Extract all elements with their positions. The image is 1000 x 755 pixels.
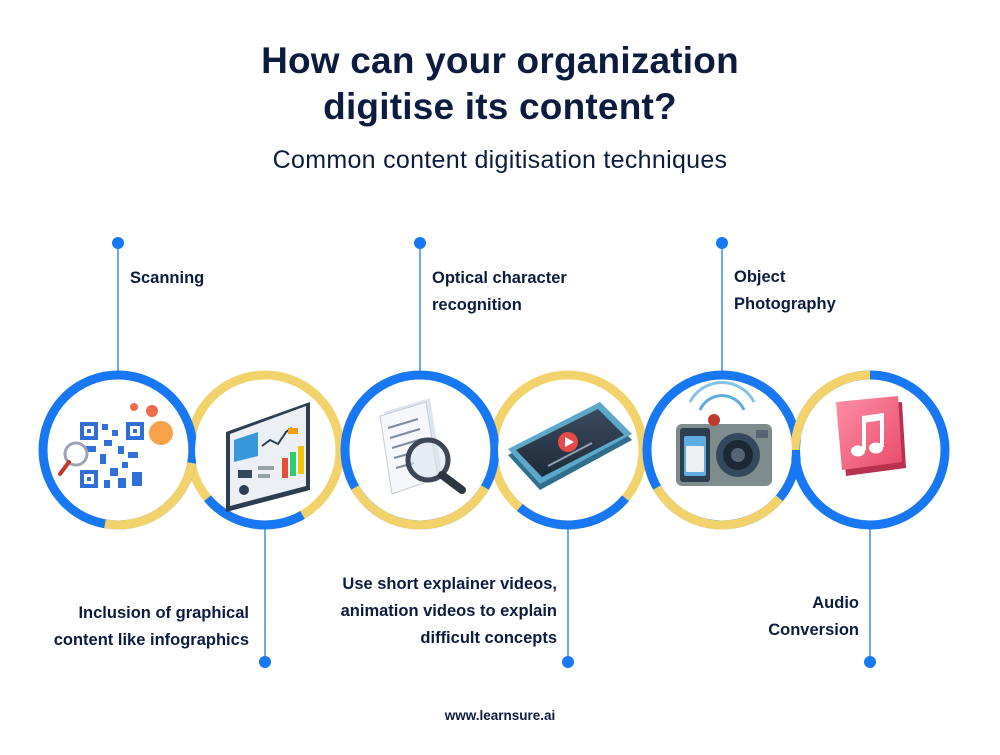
label-ocr-line-2: recognition: [432, 296, 522, 314]
label-scanning-line-1: Scanning: [130, 269, 205, 287]
label-videos: Use short explainer videos, animation vi…: [341, 571, 557, 652]
music-note-icon: [836, 396, 906, 476]
connector-dot-audio: [864, 656, 876, 668]
page-title: How can your organization digitise its c…: [0, 38, 1000, 130]
label-infographics-line-2: content like infographics: [53, 631, 249, 649]
ring-audio-accent: [790, 370, 871, 451]
label-photography: Object Photography: [734, 264, 836, 318]
label-audio-line-2: Conversion: [768, 621, 859, 639]
label-videos-line-3: difficult concepts: [420, 629, 557, 647]
infographic-board-icon: [226, 402, 310, 512]
ring-photography-accent: [653, 485, 783, 530]
qr-scan-icon: [58, 403, 173, 490]
label-photography-line-1: Object: [734, 268, 786, 286]
camera-icon: [676, 380, 772, 486]
label-infographics-line-1: Inclusion of graphical: [78, 604, 249, 622]
connector-dot-infographics: [259, 656, 271, 668]
label-audio-line-1: Audio: [812, 594, 859, 612]
ring-infographics-accent: [204, 495, 305, 530]
connectors: [112, 237, 876, 668]
ring-chain: [38, 370, 950, 530]
page-subtitle: Common content digitisation techniques: [272, 146, 728, 174]
connector-dot-ocr: [414, 237, 426, 249]
label-photography-line-2: Photography: [734, 295, 836, 313]
connector-dot-videos: [562, 656, 574, 668]
label-audio: Audio Conversion: [768, 590, 859, 644]
connector-dot-photography: [716, 237, 728, 249]
document-magnifier-icon: [379, 398, 466, 495]
page-title-line-1: How can your organization: [261, 40, 739, 81]
footer-url: www.learnsure.ai: [444, 708, 556, 723]
video-tablet-icon: [508, 402, 632, 490]
label-scanning: Scanning: [130, 265, 204, 292]
connector-dot-scanning: [112, 237, 124, 249]
label-videos-line-1: Use short explainer videos,: [342, 575, 557, 593]
label-infographics: Inclusion of graphical content like info…: [54, 600, 249, 654]
ring-scanning-accent: [104, 462, 197, 530]
page-title-line-2: digitise its content?: [323, 86, 677, 127]
label-videos-line-2: animation videos to explain: [340, 602, 557, 620]
ring-ocr-accent: [351, 485, 489, 530]
label-ocr: Optical character recognition: [432, 265, 567, 319]
label-ocr-line-1: Optical character: [432, 269, 567, 287]
ring-videos-accent: [516, 495, 629, 530]
